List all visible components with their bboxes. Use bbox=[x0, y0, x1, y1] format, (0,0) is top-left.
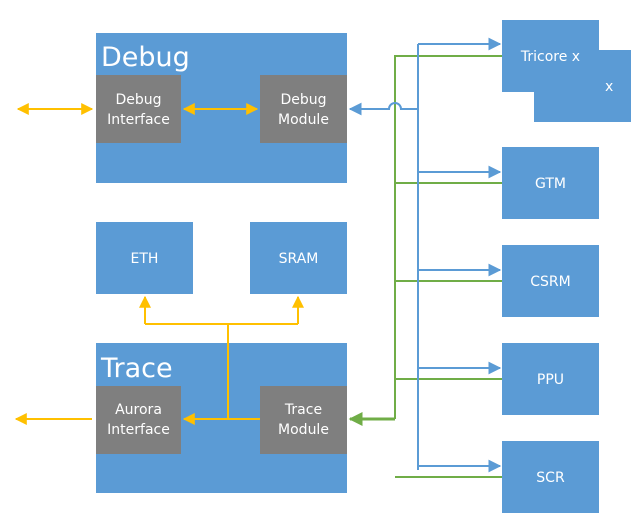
csrm-label: CSRM bbox=[530, 274, 570, 290]
debug-interface-box: Debug Interface bbox=[96, 75, 181, 143]
gtm-box: GTM bbox=[502, 147, 599, 219]
ppu-box: PPU bbox=[502, 343, 599, 415]
debug-module-box: Debug Module bbox=[260, 75, 347, 143]
aurora-interface-box: Aurora Interface bbox=[96, 386, 181, 454]
debug-module-label-line1: Debug bbox=[280, 92, 326, 108]
trace-module-box: Trace Module bbox=[260, 386, 347, 454]
csrm-box: CSRM bbox=[502, 245, 599, 317]
sram-label: SRAM bbox=[279, 251, 319, 267]
tricore-front-box: Tricore x bbox=[502, 20, 599, 92]
tricore-front-label: Tricore x bbox=[520, 49, 580, 65]
debug-interface-label-line1: Debug bbox=[115, 92, 161, 108]
gtm-label: GTM bbox=[535, 176, 566, 192]
scr-box: SCR bbox=[502, 441, 599, 513]
trace-module-label-line1: Trace bbox=[284, 402, 322, 418]
debug-block-title: Debug bbox=[101, 42, 190, 73]
aurora-interface-label-line2: Interface bbox=[107, 422, 170, 438]
tricore-back-label: x bbox=[605, 79, 613, 95]
memory-branch-connector bbox=[145, 323, 298, 419]
eth-box: ETH bbox=[96, 222, 193, 294]
debug-module-label-line2: Module bbox=[278, 112, 329, 128]
debug-bus-to-module-arrow bbox=[348, 102, 418, 116]
trace-block-title: Trace bbox=[100, 353, 173, 384]
debug-interface-label-line2: Interface bbox=[107, 112, 170, 128]
scr-label: SCR bbox=[536, 470, 565, 486]
sram-box: SRAM bbox=[250, 222, 347, 294]
ppu-label: PPU bbox=[537, 372, 564, 388]
trace-module-label-line2: Module bbox=[278, 422, 329, 438]
aurora-interface-label-line1: Aurora bbox=[115, 402, 162, 418]
eth-label: ETH bbox=[131, 251, 159, 267]
trace-bus bbox=[394, 55, 502, 478]
